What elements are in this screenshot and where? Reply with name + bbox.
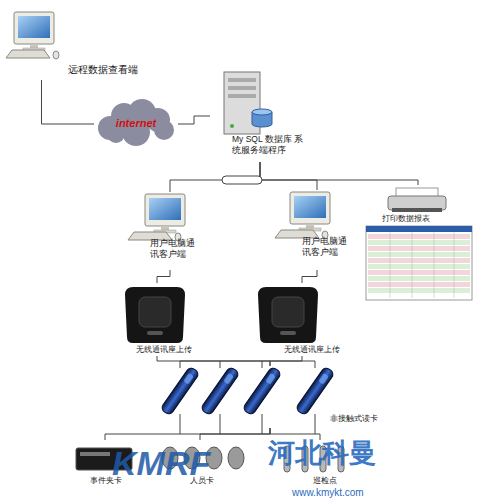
- connector-line: [302, 270, 317, 283]
- bus-connector: [222, 176, 262, 184]
- report-screenshot: [366, 226, 472, 300]
- icon-node: 非接触式读卡: [150, 366, 390, 428]
- icon-node: 远程数据查看端: [4, 8, 154, 80]
- icon-node: 无线通讯座上传: [252, 283, 352, 356]
- icon-node: 用户电脑通讯客户端: [272, 190, 362, 270]
- connector-line: [200, 428, 270, 440]
- icon-node: internet: [94, 106, 178, 142]
- node-label: 无线通讯座上传: [284, 345, 350, 355]
- icon-node: 打印数据报表: [362, 185, 474, 302]
- node-label: 非接触式读卡: [330, 414, 388, 424]
- watermark-text: www.kmykt.com: [292, 488, 364, 498]
- watermark-text: 河北科曼: [268, 440, 376, 467]
- reader-stick: [242, 366, 282, 415]
- reader-stick: [295, 366, 335, 415]
- monitor-icon: [145, 194, 185, 233]
- connector-line: [42, 80, 95, 124]
- node-label: 用户电脑通讯客户端: [150, 238, 202, 261]
- connector-line: [170, 162, 260, 192]
- connector-line: [270, 356, 302, 366]
- node-label: My SQL 数据库 系统服务端程序: [232, 134, 310, 155]
- icon-node: My SQL 数据库 系统服务端程序: [210, 70, 310, 162]
- node-label: 远程数据查看端: [68, 64, 152, 76]
- node-label: 打印数据报表: [382, 214, 462, 224]
- printer-icon: [388, 188, 446, 212]
- reader-stick: [160, 366, 200, 415]
- connector-line: [260, 162, 317, 190]
- cradle-icon: [258, 287, 318, 343]
- server-icon: [224, 72, 272, 134]
- icon-node: 无线通讯座上传: [112, 283, 202, 356]
- connector-line: [105, 428, 270, 440]
- connector-line: [270, 428, 320, 440]
- monitor-icon: [290, 192, 330, 231]
- node-label: internet: [94, 117, 178, 131]
- stick-wires: [180, 361, 315, 434]
- node-label: 用户电脑通讯客户端: [302, 236, 354, 259]
- cradle-icon: [125, 287, 185, 343]
- node-label: 无线通讯座上传: [136, 345, 202, 355]
- keyboard-icon: [6, 50, 59, 59]
- icon-node: 用户电脑通讯客户端: [125, 192, 215, 270]
- reader-stick: [200, 366, 240, 415]
- connector-line: [157, 356, 270, 366]
- connector-line: [260, 162, 418, 185]
- node-label: 巡检点: [313, 476, 357, 486]
- connector-line: [157, 270, 170, 283]
- monitor-icon: [14, 12, 54, 51]
- connector-line: [178, 116, 210, 124]
- watermark-text: KMRF: [112, 446, 210, 480]
